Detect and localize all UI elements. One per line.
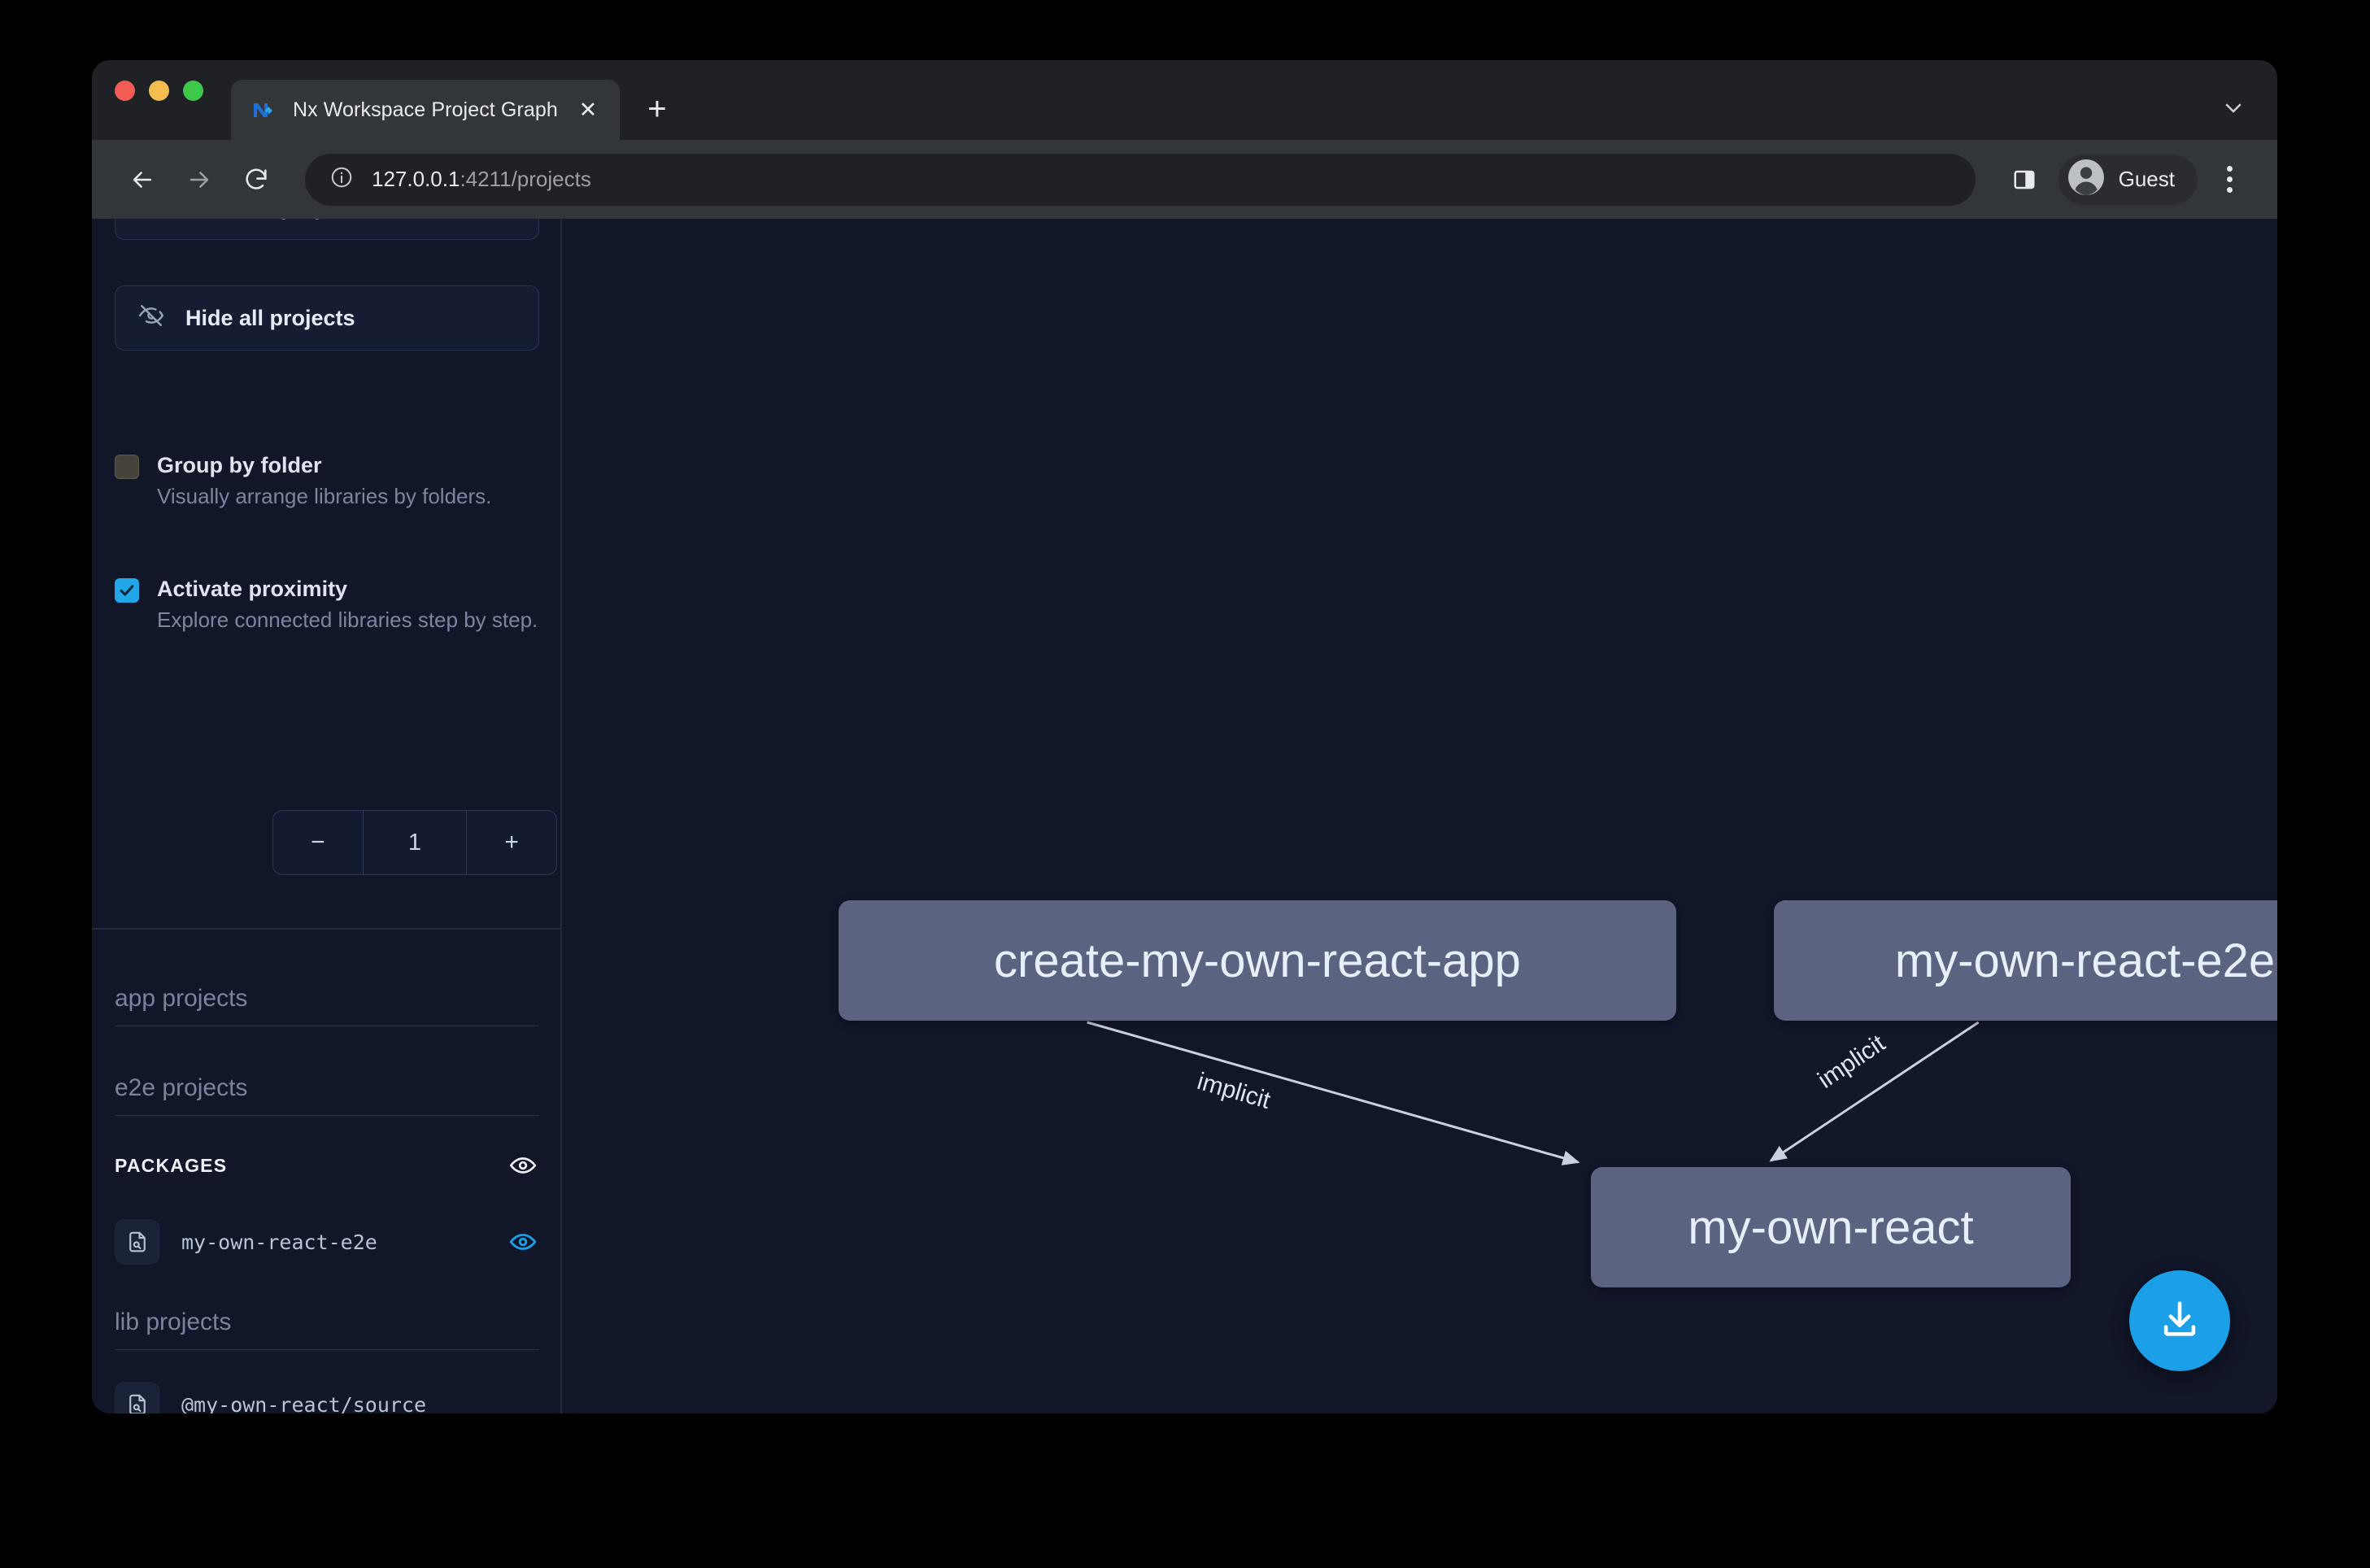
download-graph-button[interactable] bbox=[2129, 1270, 2230, 1371]
download-icon bbox=[2156, 1296, 2203, 1347]
file-search-icon bbox=[115, 1382, 160, 1413]
nx-logo-icon bbox=[252, 98, 277, 122]
group-title-lib-projects: lib projects bbox=[115, 1309, 539, 1350]
list-item[interactable]: my-own-react-e2e bbox=[115, 1213, 539, 1271]
chevron-down-icon[interactable] bbox=[2217, 91, 2250, 124]
arrow-left-icon[interactable] bbox=[116, 154, 168, 206]
maximize-window-button[interactable] bbox=[183, 81, 203, 101]
group-title-e2e-projects: e2e projects bbox=[115, 1074, 539, 1116]
page-viewport: Show all projects Hide all projects Grou… bbox=[92, 219, 2277, 1413]
hide-all-projects-label: Hide all projects bbox=[185, 306, 355, 331]
group-by-folder-label: Group by folder bbox=[157, 453, 322, 477]
toolbar-right-group: Guest bbox=[1998, 154, 2253, 206]
url-host: 127.0.0.1 bbox=[372, 167, 460, 191]
group-by-folder-description: Visually arrange libraries by folders. bbox=[157, 484, 491, 508]
close-window-button[interactable] bbox=[115, 81, 135, 101]
side-panel-icon[interactable] bbox=[1998, 154, 2050, 206]
show-all-projects-label: Show all projects bbox=[185, 219, 366, 220]
packages-label: PACKAGES bbox=[115, 1155, 227, 1177]
url-text: 127.0.0.1:4211/projects bbox=[372, 167, 591, 192]
plus-icon[interactable]: + bbox=[634, 86, 680, 132]
kebab-menu-icon[interactable] bbox=[2206, 156, 2253, 203]
browser-toolbar: 127.0.0.1:4211/projects Guest bbox=[92, 140, 2277, 219]
graph-node-my-own-react[interactable]: my-own-react bbox=[1591, 1167, 2071, 1287]
project-name: @my-own-react/source bbox=[181, 1393, 426, 1414]
eye-icon bbox=[138, 219, 164, 224]
activate-proximity-description: Explore connected libraries step by step… bbox=[157, 608, 538, 632]
browser-window: Nx Workspace Project Graph ✕ + bbox=[92, 60, 2277, 1413]
arrow-right-icon[interactable] bbox=[173, 154, 225, 206]
hide-all-projects-button[interactable]: Hide all projects bbox=[115, 285, 539, 351]
list-item[interactable]: @my-own-react/source bbox=[115, 1375, 539, 1413]
show-all-projects-button[interactable]: Show all projects bbox=[115, 219, 539, 240]
file-search-icon bbox=[115, 1219, 160, 1265]
minimize-window-button[interactable] bbox=[149, 81, 169, 101]
stepper-increment-button[interactable]: + bbox=[467, 811, 556, 874]
graph-node-create-my-own-react-app[interactable]: create-my-own-react-app bbox=[839, 900, 1676, 1021]
url-path: :4211/projects bbox=[460, 167, 590, 191]
reload-icon[interactable] bbox=[230, 154, 282, 206]
browser-tab[interactable]: Nx Workspace Project Graph ✕ bbox=[231, 80, 620, 140]
sidebar-divider bbox=[92, 928, 560, 930]
sidebar: Show all projects Hide all projects Grou… bbox=[92, 219, 562, 1413]
option-activate-proximity[interactable]: Activate proximity Explore connected lib… bbox=[115, 573, 539, 636]
account-circle-icon bbox=[2067, 158, 2106, 201]
close-icon[interactable]: ✕ bbox=[574, 96, 602, 124]
activate-proximity-checkbox[interactable] bbox=[115, 578, 139, 603]
proximity-stepper[interactable]: − 1 + bbox=[272, 810, 557, 875]
eye-off-icon bbox=[138, 303, 164, 334]
packages-subheader-e2e: PACKAGES bbox=[115, 1149, 539, 1182]
option-group-by-folder[interactable]: Group by folder Visually arrange librari… bbox=[115, 450, 539, 512]
stepper-decrement-button[interactable]: − bbox=[273, 811, 363, 874]
eye-icon[interactable] bbox=[507, 1226, 539, 1258]
info-circle-icon[interactable] bbox=[329, 165, 354, 194]
group-by-folder-checkbox[interactable] bbox=[115, 455, 139, 479]
group-title-app-projects: app projects bbox=[115, 985, 539, 1026]
activate-proximity-label: Activate proximity bbox=[157, 577, 347, 601]
graph-node-my-own-react-e2e[interactable]: my-own-react-e2e bbox=[1774, 900, 2277, 1021]
address-bar[interactable]: 127.0.0.1:4211/projects bbox=[305, 154, 1976, 206]
tab-strip: Nx Workspace Project Graph ✕ + bbox=[92, 60, 2277, 140]
profile-label: Guest bbox=[2119, 167, 2175, 192]
tab-title: Nx Workspace Project Graph bbox=[293, 98, 558, 122]
eye-icon[interactable] bbox=[507, 1149, 539, 1182]
project-name: my-own-react-e2e bbox=[181, 1230, 377, 1254]
window-controls bbox=[115, 60, 231, 140]
project-graph-canvas[interactable]: implicit implicit create-my-own-react-ap… bbox=[562, 219, 2277, 1413]
profile-button[interactable]: Guest bbox=[2059, 155, 2198, 205]
stepper-value: 1 bbox=[363, 811, 467, 874]
